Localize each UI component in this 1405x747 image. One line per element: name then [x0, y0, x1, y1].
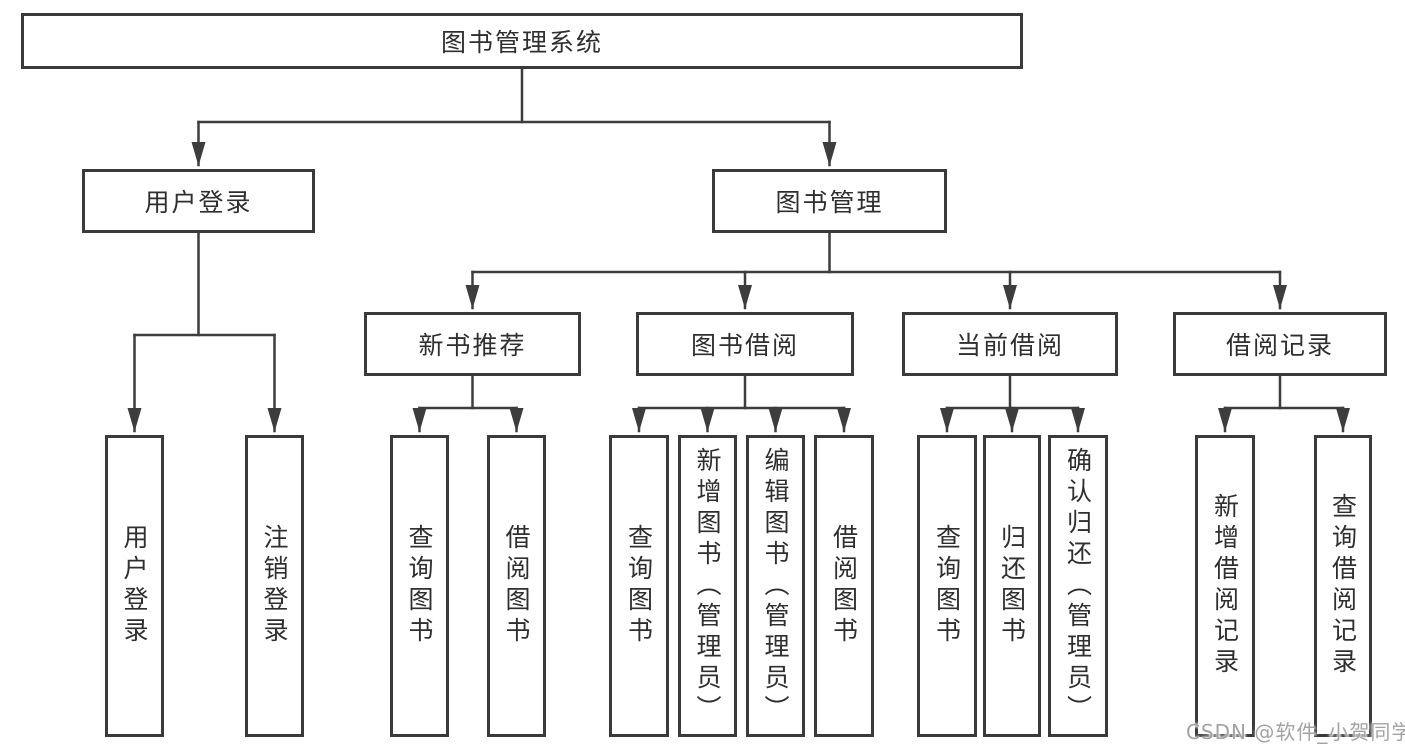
leaf-query-books-borrow: 查询图书 [609, 435, 669, 737]
node-book-borrow-label: 图书借阅 [690, 331, 799, 360]
leaf-return-books-label: 归还图书 [997, 524, 1027, 648]
leaf-query-books-recommend-label: 查询图书 [405, 524, 434, 648]
node-root-label: 图书管理系统 [440, 28, 603, 57]
node-book-management-label: 图书管理 [775, 188, 884, 217]
leaf-edit-books-admin-label: 编辑图书（管理员） [761, 446, 790, 726]
leaf-query-borrow-record-label: 查询借阅记录 [1328, 493, 1358, 679]
leaf-borrow-books-recommend: 借阅图书 [487, 435, 546, 737]
node-borrow-record: 借阅记录 [1173, 312, 1387, 376]
leaf-query-books-current-label: 查询图书 [932, 524, 962, 648]
leaf-query-borrow-record: 查询借阅记录 [1314, 435, 1372, 737]
csdn-watermark: CSDN @软件_小贺同学 [1186, 720, 1405, 744]
node-user-login: 用户登录 [82, 169, 315, 233]
node-current-borrow-label: 当前借阅 [955, 331, 1064, 360]
node-current-borrow: 当前借阅 [902, 312, 1118, 376]
leaf-query-books-recommend: 查询图书 [390, 435, 449, 737]
leaf-add-books-admin: 新增图书（管理员） [678, 435, 737, 737]
leaf-borrow-books-recommend-label: 借阅图书 [502, 524, 531, 648]
node-new-book-recommend: 新书推荐 [364, 312, 581, 376]
leaf-edit-books-admin: 编辑图书（管理员） [746, 435, 805, 737]
node-book-management: 图书管理 [712, 169, 947, 233]
leaf-borrow-books: 借阅图书 [814, 435, 874, 737]
leaf-add-borrow-record-label: 新增借阅记录 [1210, 493, 1240, 679]
leaf-user-login: 用户登录 [105, 435, 164, 737]
leaf-add-borrow-record: 新增借阅记录 [1195, 435, 1255, 737]
leaf-add-books-admin-label: 新增图书（管理员） [693, 446, 722, 726]
leaf-return-books: 归还图书 [983, 435, 1041, 737]
leaf-borrow-books-label: 借阅图书 [829, 524, 859, 648]
leaf-confirm-return-admin-label: 确认归还（管理员） [1063, 446, 1093, 726]
node-user-login-label: 用户登录 [144, 188, 253, 217]
node-root: 图书管理系统 [21, 13, 1023, 69]
leaf-query-books-borrow-label: 查询图书 [624, 524, 654, 648]
leaf-query-books-current: 查询图书 [917, 435, 977, 737]
node-book-borrow: 图书借阅 [636, 312, 854, 376]
node-new-book-recommend-label: 新书推荐 [418, 331, 527, 360]
node-borrow-record-label: 借阅记录 [1225, 331, 1334, 360]
leaf-logout-label: 注销登录 [260, 524, 289, 648]
leaf-user-login-label: 用户登录 [120, 524, 149, 648]
leaf-confirm-return-admin: 确认归还（管理员） [1048, 435, 1108, 737]
leaf-logout: 注销登录 [245, 435, 304, 737]
